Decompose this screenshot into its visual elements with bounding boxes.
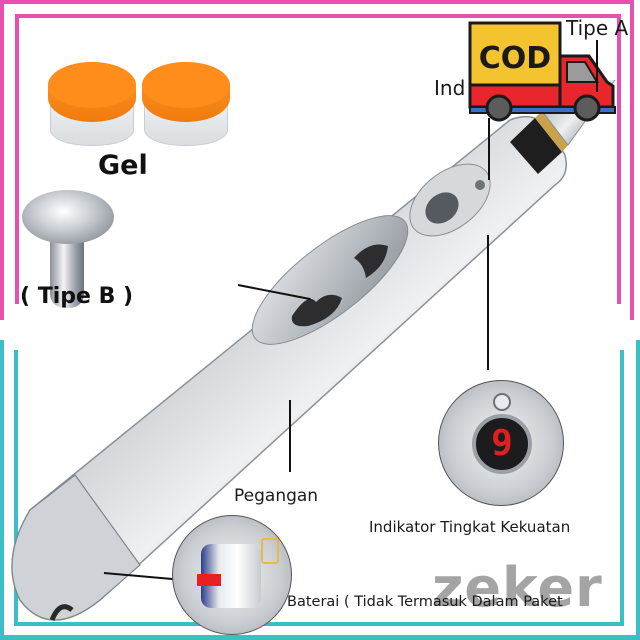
strength-callout-line bbox=[487, 235, 489, 370]
svg-text:COD: COD bbox=[479, 41, 551, 76]
tip-a-callout-line bbox=[596, 40, 598, 92]
tip-b-label: ( Tipe B ) bbox=[20, 284, 134, 309]
gel-jar-left bbox=[48, 62, 136, 150]
teal-frame-outer bbox=[0, 340, 640, 640]
strength-indicator-zoom: 9 bbox=[438, 380, 564, 506]
gel-label: Gel bbox=[98, 150, 148, 181]
battery-icon bbox=[261, 538, 279, 564]
indicator-callout-line bbox=[488, 118, 490, 180]
handle-callout-line bbox=[289, 400, 291, 472]
strength-display-digit: 9 bbox=[491, 423, 513, 464]
handle-label: Pegangan bbox=[234, 486, 319, 506]
battery-label: Baterai ( Tidak Termasuk Dalam Paket bbox=[287, 594, 563, 610]
indicator-label-partial: Ind bbox=[434, 76, 466, 100]
pink-frame-outer bbox=[0, 0, 634, 320]
strength-indicator-label: Indikator Tingkat Kekuatan bbox=[369, 518, 571, 536]
tip-a-label: Tipe A bbox=[566, 16, 629, 40]
gel-jar-right bbox=[142, 62, 230, 150]
cod-delivery-truck-icon: COD bbox=[468, 21, 616, 122]
watermark: zeker bbox=[432, 556, 603, 619]
battery-compartment-zoom bbox=[172, 515, 292, 635]
